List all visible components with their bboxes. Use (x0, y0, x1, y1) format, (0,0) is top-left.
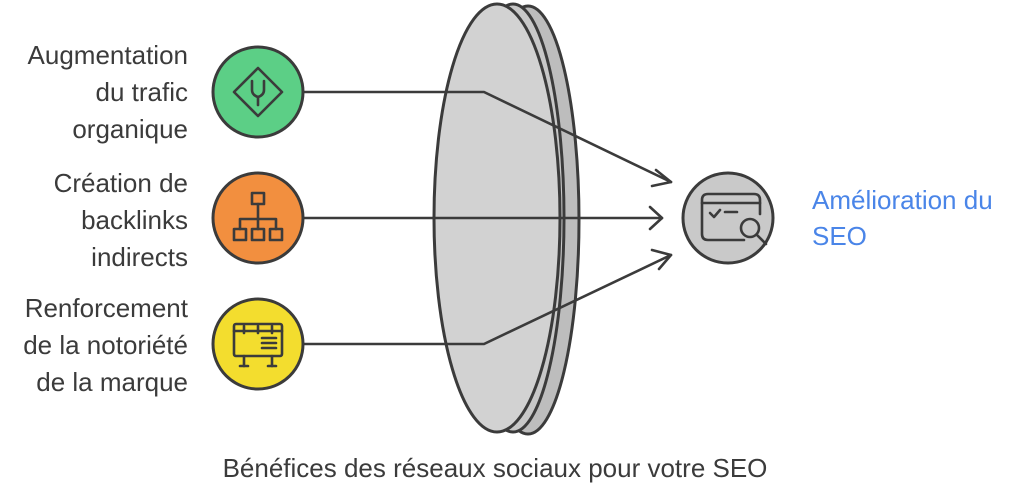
arrowhead-bottom (650, 248, 673, 271)
input-label-organic-traffic: Augmentation du trafic organique (28, 37, 188, 148)
connector-bottom (302, 253, 673, 346)
node-backlinks (211, 171, 305, 265)
input-label-backlinks: Création de backlinks indirects (54, 165, 188, 276)
node-brand-awareness (211, 297, 305, 391)
node-circle (211, 45, 305, 139)
connector-top (302, 90, 673, 184)
node-organic-traffic (211, 45, 305, 139)
arrowhead-top (650, 168, 673, 188)
road-sign-icon (232, 66, 284, 118)
seo-analysis-icon (700, 192, 768, 246)
arrowhead-middle (648, 205, 664, 231)
label-line: de la marque (36, 367, 188, 397)
label-line: SEO (812, 221, 867, 251)
label-line: organique (72, 114, 188, 144)
diagram-caption: Bénéfices des réseaux sociaux pour votre… (222, 453, 768, 483)
label-line: Augmentation (27, 40, 188, 70)
node-circle (681, 171, 775, 265)
billboard-icon (232, 322, 284, 368)
label-line: Création de (53, 168, 188, 198)
label-line: Amélioration du (812, 185, 993, 215)
label-line: backlinks (81, 205, 188, 235)
connector-lines (302, 90, 673, 346)
label-line: du trafic (95, 77, 189, 107)
label-line: indirects (91, 242, 188, 272)
label-line: Renforcement (24, 293, 188, 323)
hierarchy-icon (232, 191, 284, 242)
node-seo-improvement (681, 171, 775, 265)
label-line: de la notoriété (23, 330, 188, 360)
output-label-seo-improvement: Amélioration du SEO (812, 182, 993, 254)
input-label-brand-awareness: Renforcement de la notoriété de la marqu… (23, 290, 188, 401)
node-circle (211, 297, 305, 391)
